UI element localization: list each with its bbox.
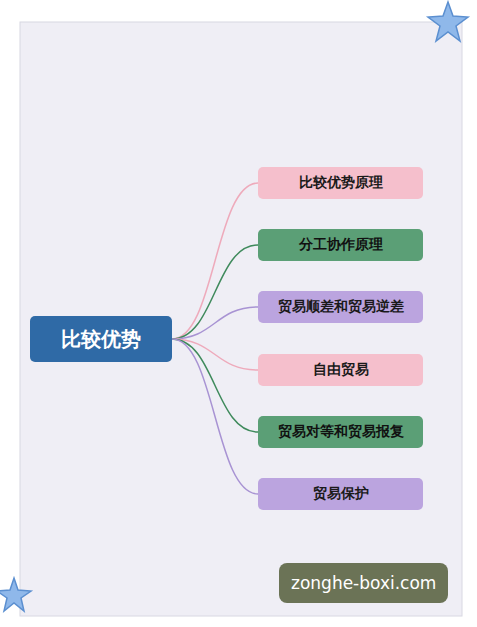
branch-connector bbox=[172, 183, 258, 339]
node-text: 贸易顺差和贸易逆差 bbox=[278, 298, 404, 316]
branch-box: 贸易保护 bbox=[258, 478, 423, 510]
branch-box: 分工协作原理 bbox=[258, 229, 423, 261]
branch-box: 比较优势原理 bbox=[258, 167, 423, 199]
branch-box: 自由贸易 bbox=[258, 354, 423, 386]
root-topic: 比较优势 bbox=[30, 316, 172, 362]
node-text: 自由贸易 bbox=[313, 361, 369, 379]
branch-connector bbox=[172, 307, 258, 339]
branch-box: 贸易对等和贸易报复 bbox=[258, 416, 423, 448]
watermark: zonghe-boxi.com bbox=[279, 563, 448, 603]
node-text: 贸易对等和贸易报复 bbox=[278, 423, 404, 441]
branch-connector bbox=[172, 339, 258, 494]
node-text: 贸易保护 bbox=[313, 485, 369, 503]
card bbox=[20, 22, 462, 616]
star-decoration bbox=[0, 578, 31, 611]
node-text: 比较优势原理 bbox=[299, 174, 383, 192]
node-text: 比较优势 bbox=[61, 326, 141, 353]
branch-box: 贸易顺差和贸易逆差 bbox=[258, 291, 423, 323]
node-text: 分工协作原理 bbox=[299, 236, 383, 254]
star-decoration bbox=[428, 2, 468, 41]
branch-connector bbox=[172, 245, 258, 339]
